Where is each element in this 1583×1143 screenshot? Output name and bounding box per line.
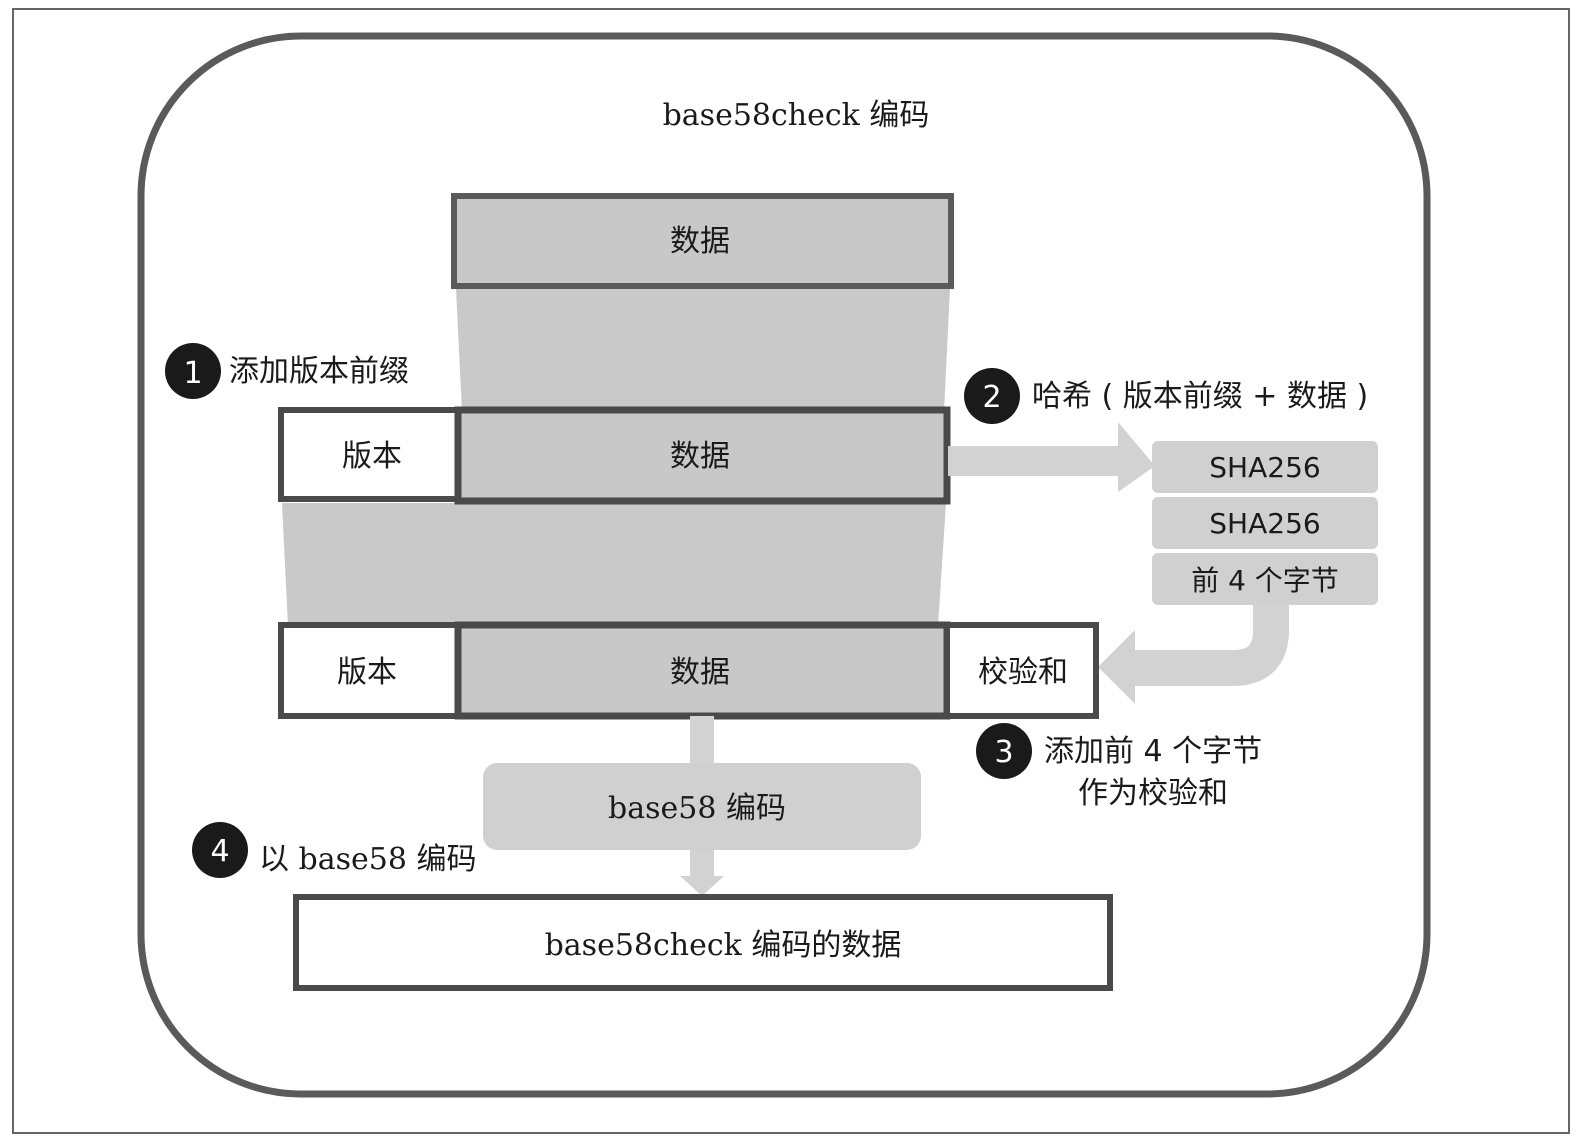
data-mid-label: 数据 [670,439,730,474]
arrow-to-checksum-head [1098,630,1135,704]
data-block-mid [454,406,951,505]
version-mid-label: 版本 [342,439,402,474]
hash-first-4-bytes-label: 前 4 个字节 [1191,564,1339,597]
step-4-badge [192,822,248,878]
checksum-label: 校验和 [978,655,1068,690]
data-block-top [451,193,954,289]
rounded-frame [137,32,1431,1098]
step-3-number: 3 [994,735,1013,770]
result-label: base58check 编码的数据 [545,928,902,963]
data-bottom-label: 数据 [670,655,730,690]
base58-encode-box [483,763,921,850]
step-1-number: 1 [183,356,202,391]
step-3-label-line1: 添加前 4 个字节 [1044,734,1262,769]
hash-sha256-1-label: SHA256 [1209,451,1320,484]
hash-sha256-2-label: SHA256 [1209,507,1320,540]
result-block [293,894,1113,991]
hash-box-first-4-bytes [1152,553,1378,605]
step-1-badge [165,343,221,399]
step-3-badge [976,723,1032,779]
step-2-badge [964,368,1020,424]
step-3-label-line2: 作为校验和 [1078,776,1228,811]
arrow-to-hash [948,422,1155,492]
checksum-block [944,622,1099,719]
funnel-lower [282,503,946,626]
arrow-to-checksum-curve [1128,605,1289,686]
arrow-to-result-shaft [690,850,714,878]
outer-border [12,8,1570,1134]
data-block-bottom [454,621,951,720]
connector-to-encode [690,716,714,766]
version-block-mid [278,407,462,502]
base58-encode-label: base58 编码 [608,791,786,826]
data-top-label: 数据 [670,224,730,259]
hash-box-sha256-1 [1152,441,1378,493]
version-bottom-label: 版本 [337,655,397,690]
arrow-to-result-head [680,876,724,896]
step-4-number: 4 [210,834,229,869]
step-2-label: 哈希 ( 版本前缀 + 数据 ) [1032,379,1368,414]
step-4-label: 以 base58 编码 [259,842,477,877]
diagram-title: base58check 编码 [663,98,930,133]
hash-box-sha256-2 [1152,497,1378,549]
funnel-upper [456,288,950,412]
step-1-label: 添加版本前缀 [229,354,409,389]
step-2-number: 2 [982,380,1001,415]
